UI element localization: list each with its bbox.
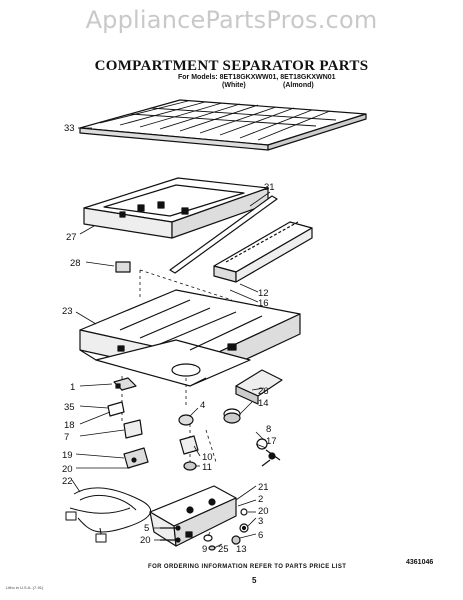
callout-35: 35 bbox=[64, 402, 75, 413]
callout-31: 31 bbox=[264, 182, 275, 193]
callout-9: 9 bbox=[202, 544, 207, 555]
callout-20-left: 20 bbox=[62, 464, 73, 475]
page-title: COMPARTMENT SEPARATOR PARTS bbox=[94, 58, 369, 74]
part-light-socket bbox=[256, 438, 281, 467]
litho-fine-print: Litho in U.S.A. (7-91) bbox=[6, 585, 44, 590]
part-shelf-grille bbox=[79, 99, 367, 151]
callout-12: 12 bbox=[258, 288, 269, 299]
callout-10: 10 bbox=[202, 452, 213, 463]
callout-4: 4 bbox=[200, 400, 205, 411]
callout-33: 33 bbox=[64, 123, 75, 134]
ordering-note: FOR ORDERING INFORMATION REFER TO PARTS … bbox=[148, 564, 347, 570]
callout-25: 25 bbox=[218, 544, 229, 555]
callout-5: 5 bbox=[144, 523, 149, 534]
part-control-knob bbox=[223, 408, 241, 424]
part-clip bbox=[115, 261, 131, 273]
page-number: 5 bbox=[252, 576, 257, 585]
callout-2: 2 bbox=[258, 494, 263, 505]
callout-26: 26 bbox=[258, 386, 269, 397]
callout-7: 17 bbox=[266, 436, 277, 447]
color-label-white: (White) bbox=[222, 82, 246, 89]
callout-27: 27 bbox=[66, 232, 77, 243]
callout-3: 3 bbox=[258, 516, 263, 527]
part-wiring-harness bbox=[65, 487, 152, 543]
model-numbers: For Models: 8ET18GKXWW01, 8ET18GKXWN01 bbox=[178, 74, 336, 81]
callout-8: 8 bbox=[266, 424, 271, 435]
callout-1: 1 bbox=[70, 382, 75, 393]
part-hardware bbox=[160, 508, 249, 551]
callout-11: 11 bbox=[202, 462, 212, 473]
part-rail-strip bbox=[169, 195, 278, 274]
callout-28: 28 bbox=[70, 258, 81, 269]
part-air-baffle bbox=[213, 221, 313, 283]
callout-20-bottom: 20 bbox=[140, 535, 151, 546]
callout-14: 14 bbox=[258, 398, 269, 409]
callout-13: 13 bbox=[236, 544, 247, 555]
callout-22: 22 bbox=[62, 476, 73, 487]
part-sensor-bracket bbox=[178, 414, 199, 471]
document-number: 4361046 bbox=[406, 559, 434, 566]
callout-23: 23 bbox=[62, 306, 73, 317]
callout-20-right: 20 bbox=[258, 506, 269, 517]
callout-21: 21 bbox=[258, 482, 269, 493]
callout-17: 7 bbox=[64, 432, 69, 443]
callout-19: 19 bbox=[62, 450, 73, 461]
color-label-almond: (Almond) bbox=[283, 82, 314, 89]
part-separator-frame bbox=[83, 177, 269, 239]
part-separator-housing bbox=[79, 289, 301, 387]
callout-6: 6 bbox=[258, 530, 263, 541]
part-foam-insulation bbox=[235, 369, 283, 405]
part-thermostat-assembly bbox=[107, 377, 149, 469]
callout-16: 16 bbox=[258, 298, 269, 309]
site-watermark: AppliancePartsPros.com bbox=[85, 6, 378, 34]
part-lamp-housing bbox=[149, 485, 237, 547]
callout-18: 18 bbox=[64, 420, 75, 431]
